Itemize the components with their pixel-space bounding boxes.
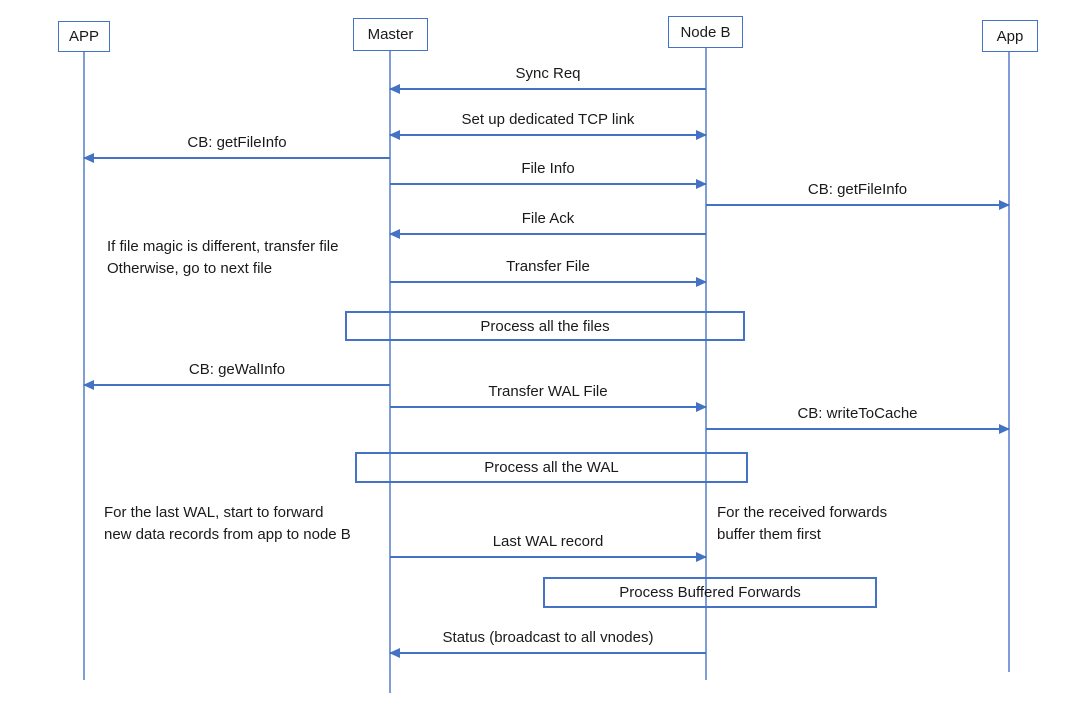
- lifeline-app-right: [1008, 52, 1010, 672]
- note-line: buffer them first: [717, 526, 821, 543]
- arrowhead-right-icon: [696, 552, 707, 562]
- message-label: Set up dedicated TCP link: [461, 111, 635, 128]
- actor-box-master: Master: [353, 18, 428, 51]
- message-line: [390, 556, 706, 558]
- arrowhead-left-icon: [389, 130, 400, 140]
- message-label: CB: writeToCache: [797, 405, 918, 422]
- actor-box-node-b: Node B: [668, 16, 743, 48]
- arrowhead-left-icon: [83, 153, 94, 163]
- message-line: [390, 281, 706, 283]
- arrowhead-right-icon: [999, 424, 1010, 434]
- message-line: [390, 652, 706, 654]
- arrowhead-left-icon: [83, 380, 94, 390]
- message-label: Status (broadcast to all vnodes): [442, 629, 654, 646]
- message-label: CB: getFileInfo: [187, 134, 287, 151]
- message-label: CB: geWalInfo: [188, 361, 286, 378]
- arrowhead-right-icon: [696, 277, 707, 287]
- arrowhead-right-icon: [999, 200, 1010, 210]
- actor-label: Node B: [680, 23, 731, 41]
- note-buffer-forwards: For the received forwards buffer them fi…: [717, 502, 887, 546]
- message-label: Transfer File: [506, 258, 590, 275]
- actor-label: Master: [367, 26, 414, 43]
- message-label: Transfer WAL File: [488, 383, 608, 400]
- note-line: Otherwise, go to next file: [107, 260, 273, 277]
- actor-box-app-left: APP: [58, 21, 110, 52]
- process-box-buffered-forwards: Process Buffered Forwards: [543, 577, 877, 608]
- message-line: [390, 406, 706, 408]
- message-label: File Ack: [521, 210, 575, 227]
- arrowhead-left-icon: [389, 229, 400, 239]
- process-box-label: Process Buffered Forwards: [619, 584, 801, 601]
- lifeline-master: [389, 51, 391, 693]
- process-box-files: Process all the files: [345, 311, 745, 341]
- process-box-label: Process all the files: [480, 317, 610, 335]
- message-line: [390, 233, 706, 235]
- message-line: [390, 134, 706, 136]
- lifeline-app-left: [83, 52, 85, 680]
- arrowhead-left-icon: [389, 648, 400, 658]
- process-box-label: Process all the WAL: [484, 459, 619, 476]
- actor-label: APP: [68, 28, 99, 45]
- message-line: [390, 183, 706, 185]
- note-line: For the received forwards: [717, 504, 888, 521]
- message-line: [84, 384, 390, 386]
- actor-box-app-right: App: [982, 20, 1038, 52]
- message-label: Last WAL record: [492, 533, 604, 550]
- lifeline-node-b: [705, 48, 707, 680]
- message-line: [390, 88, 706, 90]
- arrowhead-right-icon: [696, 179, 707, 189]
- process-box-wal: Process all the WAL: [355, 452, 748, 483]
- arrowhead-left-icon: [389, 84, 400, 94]
- message-line: [706, 428, 1009, 430]
- message-line: [84, 157, 390, 159]
- arrowhead-right-icon: [696, 402, 707, 412]
- note-file-magic: If file magic is different, transfer fil…: [107, 236, 338, 280]
- message-line: [706, 204, 1009, 206]
- note-line: new data records from app to node B: [104, 526, 351, 543]
- note-line: For the last WAL, start to forward: [104, 504, 324, 521]
- message-label: File Info: [521, 160, 575, 177]
- message-label: Sync Req: [515, 65, 581, 82]
- actor-label: App: [996, 27, 1024, 45]
- arrowhead-right-icon: [696, 130, 707, 140]
- note-line: If file magic is different, transfer fil…: [107, 238, 339, 255]
- message-label: CB: getFileInfo: [807, 181, 908, 198]
- note-last-wal-forward: For the last WAL, start to forward new d…: [104, 502, 351, 546]
